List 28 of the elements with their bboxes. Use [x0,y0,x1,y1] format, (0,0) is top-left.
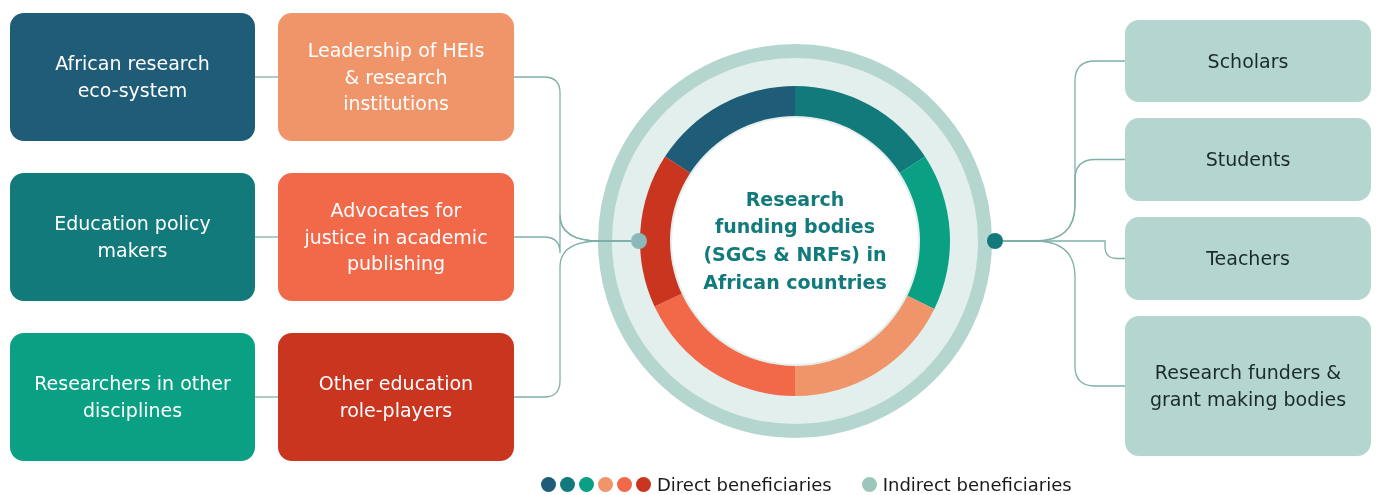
connector-line [254,76,279,78]
node-label: Education policy makers [53,211,212,263]
legend-label: Direct beneficiaries [657,474,832,495]
beneficiary-box [10,173,255,301]
node-label: African research eco-system [54,51,211,103]
beneficiary-box [1125,217,1371,300]
connector-dot [987,233,1003,249]
beneficiary-box [1125,316,1371,456]
beneficiary-box [1125,118,1371,201]
beneficiary-box [278,333,514,461]
legend-label: Indirect beneficiaries [882,474,1072,495]
node-label: Leadership of HEIs & research institutions [306,38,486,117]
beneficiary-box [278,173,514,301]
node-label: Teachers [1206,246,1290,272]
beneficiary-box [1125,20,1371,102]
connector-line [254,236,279,238]
beneficiary-box [10,333,255,461]
node-label: Researchers in other disciplines [33,371,232,423]
connector-line [1002,240,1126,387]
node-label: Research funders & grant making bodies [1148,360,1348,412]
node-label: Scholars [1207,48,1289,74]
connector-line [254,396,279,398]
beneficiary-box [10,13,255,141]
node-label: Students [1205,147,1291,173]
node-label: Other education role-players [317,371,475,423]
node-label: Research funding bodies (SGCs & NRFs) in African countries [702,186,888,295]
beneficiary-box [278,13,514,141]
node-label: Advocates for justice in academic publishing [303,198,489,277]
